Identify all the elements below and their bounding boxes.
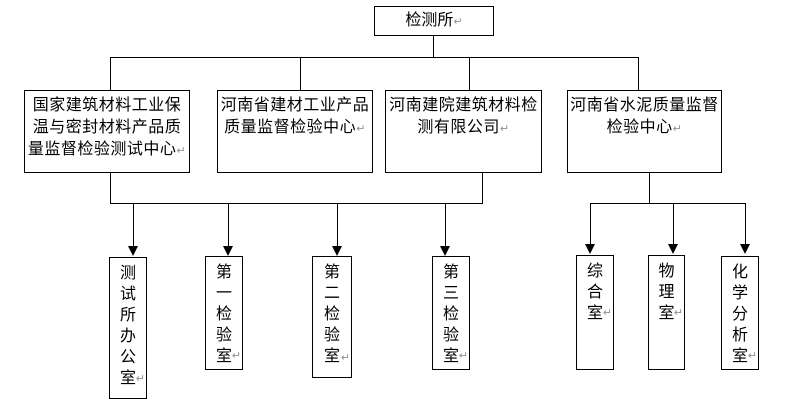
connector-arrow-line-lab3 <box>445 203 446 247</box>
org-box-text: 河南建院建筑材料检 <box>389 97 538 114</box>
org-box-text: 物理室 <box>658 263 675 322</box>
connector-drop-from-box1 <box>110 173 111 203</box>
org-box-text: 第一检验室 <box>215 264 232 365</box>
org-box-text-line: 温与密封材料产品质 <box>25 117 189 139</box>
org-box-general-room: 综合室 ↵ <box>576 255 614 370</box>
org-box-physics-room: 物理室 ↵ <box>648 255 685 370</box>
paragraph-mark-icon: ↵ <box>453 16 463 28</box>
connector-level3-rail-left <box>110 203 483 204</box>
paragraph-mark-icon: ↵ <box>458 350 468 362</box>
org-box-text-line: 河南建院建筑材料检 <box>386 95 541 117</box>
connector-arrow-line-lab2 <box>337 203 338 247</box>
paragraph-mark-icon: ↵ <box>747 350 757 362</box>
connector-arrow-line-office <box>133 203 134 247</box>
paragraph-mark-icon: ↵ <box>176 145 187 157</box>
arrowhead-icon <box>740 244 750 254</box>
arrowhead-icon <box>332 246 342 256</box>
connector-drop-from-box4 <box>649 173 650 203</box>
org-box-text: 温与密封材料产品质 <box>32 119 182 136</box>
connector-drop-level2-box1 <box>110 57 111 90</box>
org-box-text: 第三检验室 <box>442 264 459 365</box>
org-box-root: 检测所↵ <box>374 6 494 36</box>
connector-arrow-line-general-room <box>590 203 591 245</box>
paragraph-mark-icon: ↵ <box>231 350 241 362</box>
connector-drop-level2-box3 <box>469 57 470 90</box>
connector-arrow-line-physics-room <box>673 203 674 245</box>
org-box-jianyuan-testing-company: 河南建院建筑材料检 测有限公司↵ <box>385 90 542 173</box>
connector-arrow-line-chemistry-room <box>745 203 746 245</box>
org-box-text: 国家建筑材料工业保 <box>32 97 182 114</box>
org-box-text: 综合室 <box>586 263 603 322</box>
org-box-text: 第二检验室 <box>323 264 340 365</box>
connector-drop-from-box3 <box>482 173 483 203</box>
connector-drop-level2-box2 <box>300 57 301 90</box>
paragraph-mark-icon: ↵ <box>672 123 683 135</box>
org-box-lab-2: 第二检验室 ↵ <box>312 256 352 378</box>
connector-level3-rail-right <box>590 203 746 204</box>
org-box-text-line: 质量监督检验中心↵ <box>218 117 372 140</box>
org-box-text: 测试所办公室 <box>119 265 136 387</box>
paragraph-mark-icon: ↵ <box>499 123 510 135</box>
org-box-national-test-center: 国家建筑材料工业保 温与密封材料产品质 量监督检验测试中心↵ <box>24 90 190 173</box>
org-box-text: 量监督检验测试中心 <box>27 141 177 158</box>
org-box-text: 河南省建材工业产品 <box>220 97 370 114</box>
org-box-office: 测试所办公室 ↵ <box>109 257 147 399</box>
connector-level2-rail <box>110 57 639 58</box>
org-box-lab-3: 第三检验室 ↵ <box>432 256 470 370</box>
arrowhead-icon <box>585 244 595 254</box>
arrowhead-icon <box>668 244 678 254</box>
org-box-text: 质量监督检验中心 <box>224 119 357 136</box>
org-box-text: 检验中心 <box>606 119 673 136</box>
org-box-text-line: 国家建筑材料工业保 <box>25 95 189 117</box>
connector-arrow-line-lab1 <box>228 203 229 247</box>
connector-root-trunk <box>433 36 434 58</box>
paragraph-mark-icon: ↵ <box>135 373 145 385</box>
org-box-text-line: 检验中心↵ <box>568 117 721 140</box>
org-box-text-line: 河南省水泥质量监督 <box>568 95 721 117</box>
org-box-henan-building-materials-center: 河南省建材工业产品 质量监督检验中心↵ <box>217 90 373 173</box>
org-box-text: 测有限公司 <box>417 119 500 136</box>
org-box-text-line: 测有限公司↵ <box>386 117 541 140</box>
org-box-cement-quality-center: 河南省水泥质量监督 检验中心↵ <box>567 90 722 173</box>
org-box-text: 化学分析室 <box>731 264 748 365</box>
org-box-text-line: 河南省建材工业产品 <box>218 95 372 117</box>
org-box-text-line: 量监督检验测试中心↵ <box>25 139 189 162</box>
arrowhead-icon <box>223 246 233 256</box>
connector-drop-level2-box4 <box>638 57 639 90</box>
org-box-chemistry-room: 化学分析室 ↵ <box>721 256 759 370</box>
arrowhead-icon <box>128 246 138 256</box>
org-box-root-label: 检测所 <box>405 12 454 29</box>
paragraph-mark-icon: ↵ <box>356 123 366 135</box>
paragraph-mark-icon: ↵ <box>340 352 350 364</box>
paragraph-mark-icon: ↵ <box>673 307 683 319</box>
org-box-text: 河南省水泥质量监督 <box>570 97 719 114</box>
org-box-lab-1: 第一检验室 ↵ <box>205 256 243 370</box>
arrowhead-icon <box>440 246 450 256</box>
paragraph-mark-icon: ↵ <box>602 307 612 319</box>
